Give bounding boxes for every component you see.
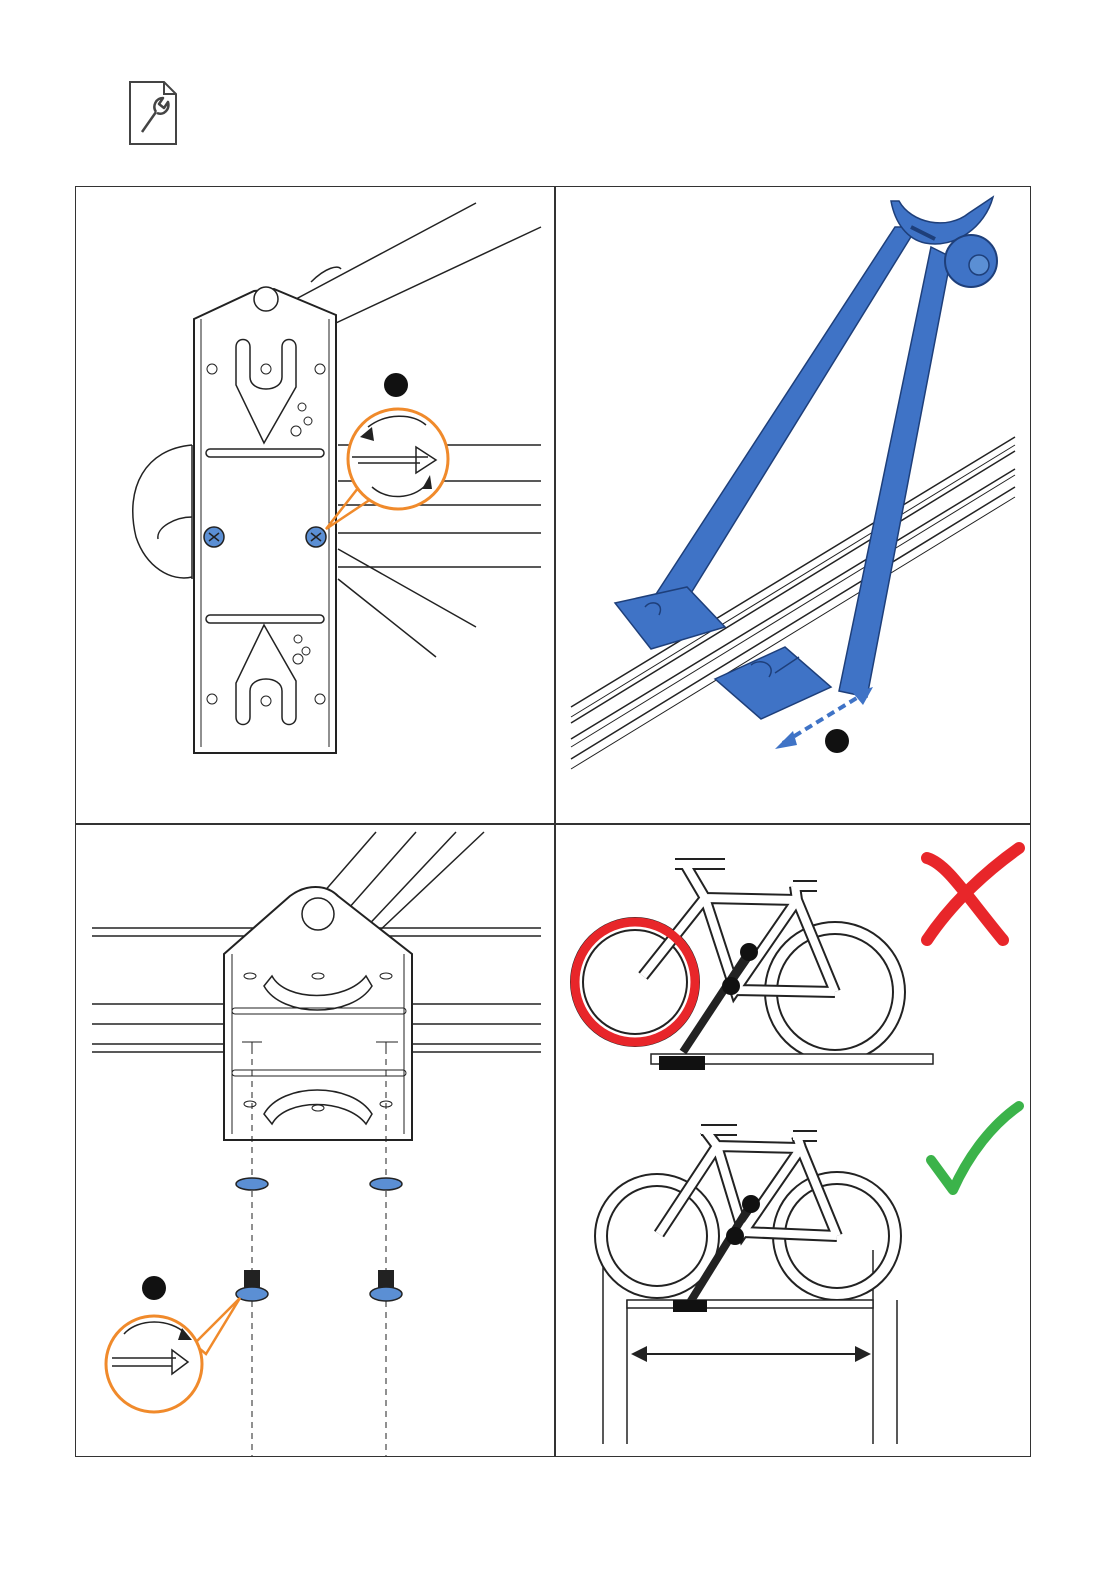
panel-exploded-screws: [76, 824, 554, 1456]
bike-wrong-position: [577, 864, 899, 1056]
screwdriver-callout: [106, 1316, 202, 1412]
wrong-wheel-highlight: [575, 922, 695, 1042]
bolt-right: [370, 1287, 402, 1301]
green-checkmark-icon: [931, 1106, 1019, 1190]
panel-mount-plate-screws: [76, 187, 554, 823]
step-dot: [142, 1276, 166, 1300]
screwdriver-callout: [348, 409, 448, 509]
document-wrench-icon: [126, 76, 180, 148]
washer-right: [370, 1178, 402, 1190]
panel-bike-position: [555, 824, 1031, 1456]
step-dot: [384, 373, 408, 397]
instruction-grid: [75, 186, 1031, 1457]
red-cross-icon: [927, 848, 1019, 940]
step-dot: [825, 729, 849, 753]
panel-strap-slide: [555, 187, 1031, 823]
washer-left: [236, 1178, 268, 1190]
